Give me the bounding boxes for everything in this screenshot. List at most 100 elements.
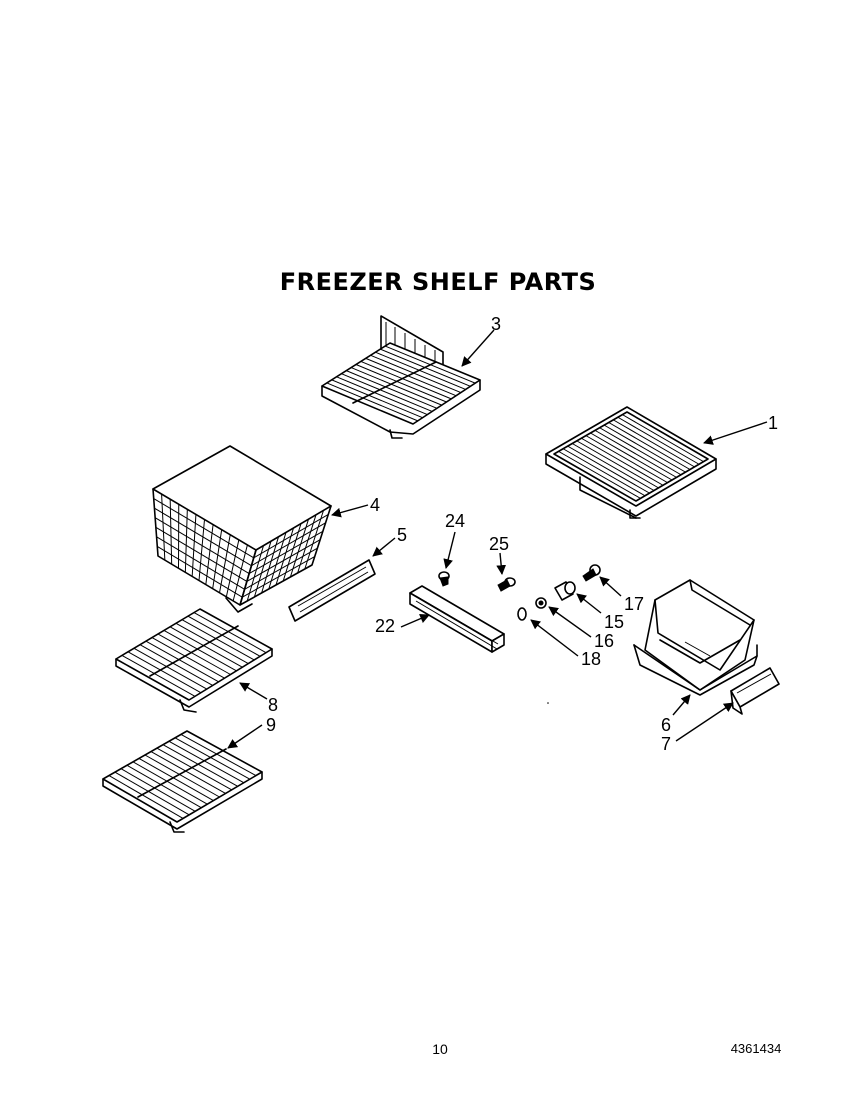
shelf-wire-rod — [187, 615, 261, 657]
part-6-bin — [633, 579, 758, 696]
shelf-wire-rod — [326, 382, 418, 422]
basket-wire — [154, 507, 252, 567]
basket-wire — [212, 529, 223, 589]
basket-wire — [191, 514, 197, 577]
part-24-screw — [438, 571, 450, 587]
shelf-wire-rod — [156, 747, 232, 791]
part-1-glass-shelf — [545, 406, 717, 519]
basket-wire — [156, 536, 245, 590]
shelf-hatch-line — [558, 450, 641, 499]
document-number: 4361434 — [730, 1041, 782, 1056]
basket-wire — [155, 526, 248, 582]
shelf-hatch-line — [572, 443, 655, 491]
basket-wire — [154, 517, 250, 575]
callout-24: 24 — [445, 511, 465, 531]
shelf-wire-rod — [163, 629, 237, 672]
shelf-hatch-line — [590, 432, 673, 481]
shelf-hatch-line — [594, 429, 677, 478]
shelf-wire-rod — [180, 733, 257, 777]
basket-wire — [246, 545, 264, 602]
callout-7: 7 — [661, 734, 671, 754]
part-3-upper-shelf — [321, 315, 481, 439]
shelf-wire-rod — [370, 354, 462, 394]
diagram-title: FREEZER SHELF PARTS — [279, 268, 597, 296]
shelf-wire-rod — [139, 644, 213, 686]
shelf-wire-rod — [350, 367, 442, 406]
shelf-wire-rod — [138, 757, 214, 802]
part-16-spacer — [535, 597, 547, 609]
part-8-wire-shelf — [115, 608, 273, 713]
callout-5: 5 — [397, 525, 407, 545]
basket-wire — [275, 527, 294, 586]
basket-wire — [153, 498, 254, 559]
shelf-wire-rod — [114, 771, 190, 816]
basket-wire — [248, 530, 324, 575]
callout-4: 4 — [370, 495, 380, 515]
shelf-hatch-line — [603, 424, 686, 473]
shelf-wire-rod — [144, 754, 220, 798]
callout-22: 22 — [375, 616, 395, 636]
shelf-hatch-line — [622, 414, 704, 463]
basket-wire — [225, 539, 240, 597]
callout-labels: 3 1 4 5 24 25 17 15 16 18 22 8 9 6 7 — [266, 314, 778, 754]
shelf-wire-rod — [375, 351, 466, 390]
basket-wire — [289, 519, 309, 578]
part-15-bushing — [554, 581, 576, 601]
callout-15: 15 — [604, 612, 624, 632]
shelf-wire-rod — [151, 637, 225, 679]
shelf-wire-rod — [168, 740, 245, 784]
stray-dot — [547, 702, 549, 704]
basket-wire — [261, 536, 279, 594]
basket-wire — [244, 547, 318, 590]
shelf-wire-rod — [175, 622, 249, 665]
shelf-wire-rod — [355, 364, 447, 403]
page-number: 10 — [432, 1041, 448, 1057]
shelf-hatch-line — [617, 416, 700, 465]
shelf-wire-rod — [133, 647, 208, 690]
callout-16: 16 — [594, 631, 614, 651]
callout-18: 18 — [581, 649, 601, 669]
basket-wire — [282, 523, 302, 582]
part-18-washer — [517, 607, 527, 621]
basket-wire — [253, 513, 329, 559]
shelf-wire-rod — [120, 768, 196, 812]
part-22-support-bracket — [409, 585, 505, 653]
callout-9: 9 — [266, 715, 276, 735]
shelf-wire-rod — [346, 370, 438, 409]
shelf-wire-rod — [132, 761, 208, 805]
shelf-wire-rod — [162, 744, 238, 787]
shelf-wire-rod — [169, 626, 243, 668]
basket-wire — [268, 532, 287, 590]
callout-17: 17 — [624, 594, 644, 614]
callout-6: 6 — [661, 715, 671, 735]
shelf-wire-rod — [336, 376, 428, 416]
basket-wire — [169, 499, 173, 565]
basket-wire — [205, 524, 214, 585]
shelf-wire-rod — [145, 640, 219, 683]
part-25-screw — [497, 577, 516, 592]
shelf-hatch-line — [576, 440, 659, 489]
shelf-wire-rod — [150, 751, 226, 794]
shelf-wire-rod — [360, 360, 452, 400]
shelf-hatch-line — [562, 448, 646, 497]
shelf-hatch-line — [581, 437, 664, 486]
shelf-wire-rod — [126, 764, 202, 809]
shelf-wire-rod — [331, 379, 423, 419]
shelf-hatch-line — [613, 419, 695, 468]
shelf-wire-rod — [108, 775, 184, 819]
basket-wire — [253, 541, 272, 598]
shelf-wire-rod — [341, 373, 433, 412]
shelf-wire-rod — [181, 619, 255, 661]
callout-25: 25 — [489, 534, 509, 554]
basket-wire — [246, 539, 321, 582]
part-9-wire-shelf — [102, 730, 263, 833]
basket-wire — [232, 544, 248, 602]
basket-wire — [157, 545, 243, 598]
shelf-wire-rod — [193, 612, 267, 654]
shelf-wire-rod — [365, 357, 457, 397]
shelf-hatch-line — [567, 445, 650, 494]
shelf-hatch-line — [585, 435, 668, 484]
leader-lines — [227, 329, 768, 749]
